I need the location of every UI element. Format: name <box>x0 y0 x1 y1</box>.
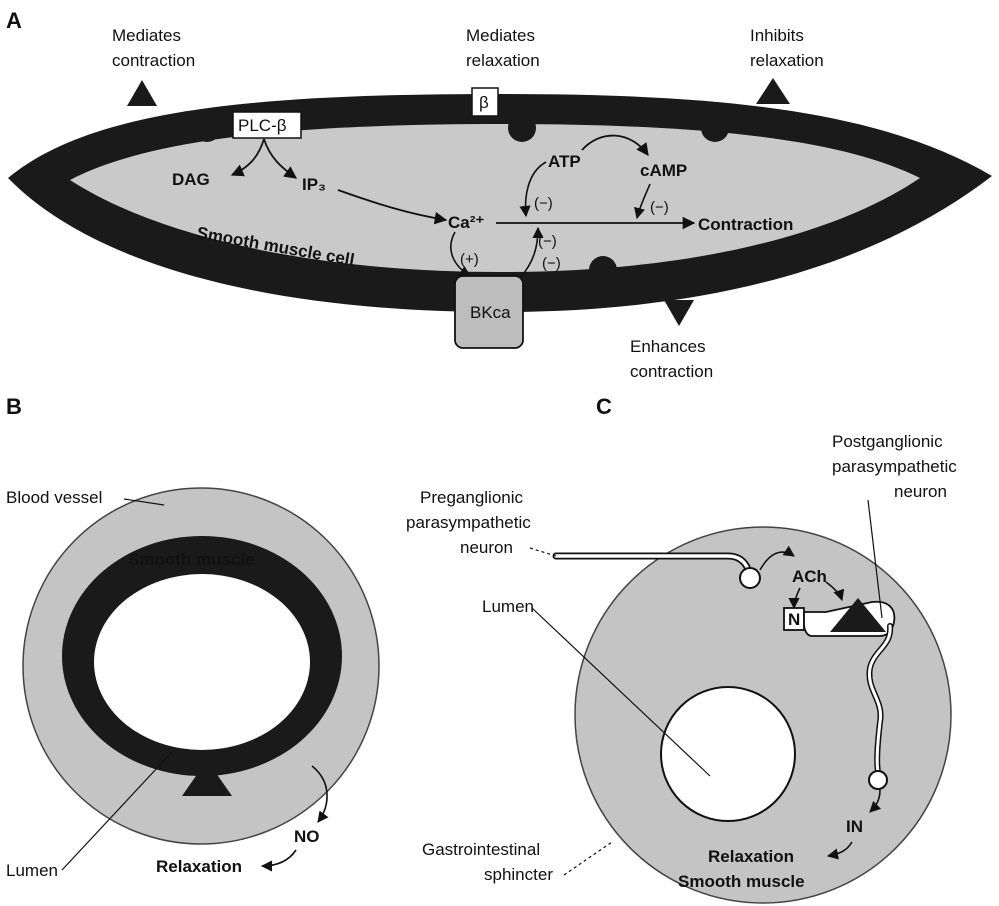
lumen-label-c: Lumen <box>482 597 534 616</box>
postganglionic-terminal <box>869 771 887 789</box>
contraction-label: Contraction <box>698 215 793 234</box>
enhances-contraction-label-1: Enhances <box>630 337 706 356</box>
beta-receptor-label: β <box>479 93 489 112</box>
mediates-relaxation-label-2: relaxation <box>466 51 540 70</box>
preganglionic-label-1: Preganglionic <box>420 488 524 507</box>
bkca-minus-sign: (−) <box>542 255 561 272</box>
postganglionic-label-1: Postganglionic <box>832 432 943 451</box>
postganglionic-label-3: neuron <box>894 482 947 501</box>
gi-sphincter-label-2: sphincter <box>484 865 553 884</box>
atp-label: ATP <box>548 152 581 171</box>
camp-minus-sign: (−) <box>650 199 669 216</box>
relaxation-label-c: Relaxation <box>708 847 794 866</box>
panel-c-label: C <box>596 394 612 419</box>
postganglionic-label-2: parasympathetic <box>832 457 957 476</box>
receptor-knob <box>589 256 617 284</box>
relaxation-label: Relaxation <box>156 857 242 876</box>
vessel-lumen <box>94 574 310 750</box>
panel-c: C ACh N IN Relaxation Smooth muscle Preg… <box>406 394 957 903</box>
inhibits-relaxation-label-1: Inhibits <box>750 26 804 45</box>
camp-label: cAMP <box>640 161 687 180</box>
atp-minus-sign: (−) <box>534 195 553 212</box>
ip3-label: IP₃ <box>302 175 326 194</box>
no-label: NO <box>294 827 320 846</box>
gi-sphincter-leader <box>564 842 612 875</box>
bkca-plus-sign: (+) <box>460 251 479 268</box>
bkca-label: BKca <box>470 303 511 322</box>
panel-b: B Blood vessel Smooth muscle Lumen NO Re… <box>6 394 379 880</box>
ach-label: ACh <box>792 567 827 586</box>
panel-a-label: A <box>6 8 22 33</box>
smooth-muscle-label-c: Smooth muscle <box>678 872 805 891</box>
lumen-label: Lumen <box>6 861 58 880</box>
preganglionic-leader <box>530 548 556 556</box>
contraction-receptor-triangle <box>127 80 157 106</box>
in-label: IN <box>846 817 863 836</box>
contraction-minus-sign: (−) <box>538 233 557 250</box>
sphincter-lumen <box>661 687 795 821</box>
mediates-contraction-label-2: contraction <box>112 51 195 70</box>
no-to-relaxation-arrow <box>262 850 296 866</box>
preganglionic-label-3: neuron <box>460 538 513 557</box>
inhibitory-receptor-triangle <box>756 78 790 104</box>
blood-vessel-label: Blood vessel <box>6 488 102 507</box>
preganglionic-label-2: parasympathetic <box>406 513 531 532</box>
plc-beta-label: PLC-β <box>238 116 287 135</box>
dag-label: DAG <box>172 170 210 189</box>
enhancing-receptor-triangle <box>664 300 694 326</box>
preganglionic-terminal <box>740 568 760 588</box>
receptor-knob <box>193 114 221 142</box>
panel-a: A Mediates contraction Mediates relaxati… <box>6 8 992 381</box>
nicotinic-receptor-label: N <box>788 610 800 629</box>
inhibits-relaxation-label-2: relaxation <box>750 51 824 70</box>
smooth-muscle-label: Smooth muscle <box>128 550 255 569</box>
enhances-contraction-label-2: contraction <box>630 362 713 381</box>
mediates-contraction-label-1: Mediates <box>112 26 181 45</box>
gi-sphincter-label-1: Gastrointestinal <box>422 840 540 859</box>
mediates-relaxation-label-1: Mediates <box>466 26 535 45</box>
receptor-knob <box>701 114 729 142</box>
receptor-knob <box>508 114 536 142</box>
calcium-label: Ca²⁺ <box>448 213 484 232</box>
panel-b-label: B <box>6 394 22 419</box>
